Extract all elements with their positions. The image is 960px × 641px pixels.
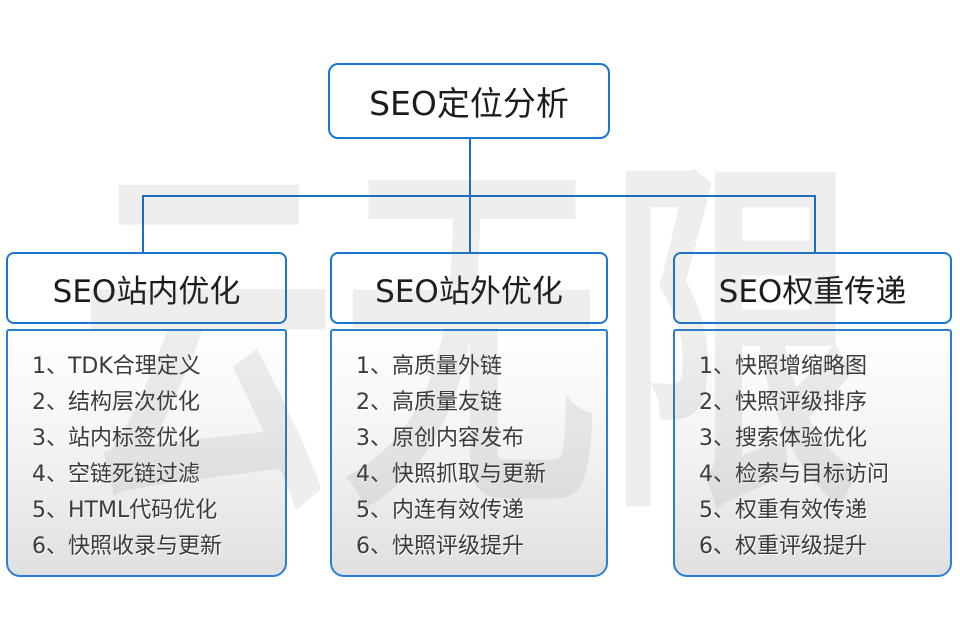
list-item: 3、搜索体验优化 — [699, 426, 867, 451]
connector-drop-left — [142, 195, 144, 253]
column-header-weight-transfer: SEO权重传递 — [673, 252, 952, 324]
list-item: 1、快照增缩略图 — [699, 354, 867, 379]
column-header-onsite-optimization: SEO站内优化 — [6, 252, 287, 324]
connector-drop-middle — [469, 195, 471, 253]
list-item: 2、高质量友链 — [356, 390, 502, 415]
column-header-label: SEO站外优化 — [375, 273, 563, 310]
column-header-label: SEO权重传递 — [718, 273, 907, 310]
root-node-label: SEO定位分析 — [369, 84, 569, 123]
list-item: 6、快照收录与更新 — [32, 534, 222, 559]
column-panel-weight-transfer: 1、快照增缩略图 2、快照评级排序 3、搜索体验优化 4、检索与目标访问 5、权… — [673, 329, 952, 577]
list-item: 1、高质量外链 — [356, 354, 502, 379]
list-item: 5、内连有效传递 — [356, 498, 524, 523]
column-panel-offsite-optimization: 1、高质量外链 2、高质量友链 3、原创内容发布 4、快照抓取与更新 5、内连有… — [330, 329, 608, 577]
list-item: 5、HTML代码优化 — [32, 498, 218, 523]
connector-drop-right — [814, 195, 816, 253]
connector-horizontal-bus — [142, 195, 816, 197]
list-item: 4、快照抓取与更新 — [356, 462, 546, 487]
list-item: 1、TDK合理定义 — [32, 354, 201, 379]
root-node-seo-positioning: SEO定位分析 — [328, 63, 610, 139]
list-item: 5、权重有效传递 — [699, 498, 867, 523]
list-item: 3、站内标签优化 — [32, 426, 200, 451]
column-header-offsite-optimization: SEO站外优化 — [330, 252, 608, 324]
list-item: 6、权重评级提升 — [699, 534, 867, 559]
list-item: 2、结构层次优化 — [32, 390, 200, 415]
list-item: 2、快照评级排序 — [699, 390, 867, 415]
column-panel-onsite-optimization: 1、TDK合理定义 2、结构层次优化 3、站内标签优化 4、空链死链过滤 5、H… — [6, 329, 287, 577]
column-header-label: SEO站内优化 — [52, 273, 241, 310]
list-item: 6、快照评级提升 — [356, 534, 524, 559]
connector-root-stem — [469, 139, 471, 196]
list-item: 4、检索与目标访问 — [699, 462, 889, 487]
list-item: 3、原创内容发布 — [356, 426, 524, 451]
list-item: 4、空链死链过滤 — [32, 462, 200, 487]
